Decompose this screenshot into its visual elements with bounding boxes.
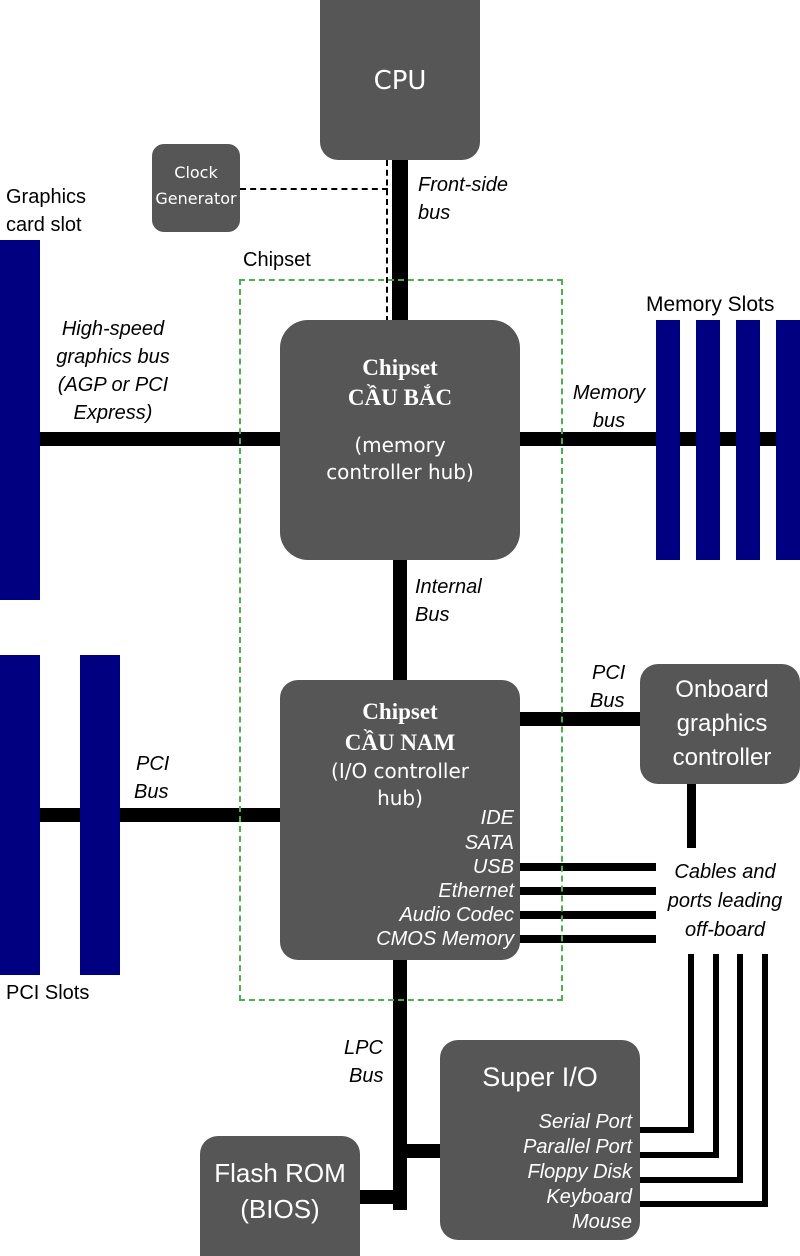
memory-slot-1	[656, 320, 680, 560]
cables-label-3: off-board	[684, 919, 766, 941]
pci-bus-right-label-2: Bus	[590, 690, 625, 712]
southbridge-title: Chipset	[362, 699, 438, 724]
cable-floppy-horizontal	[636, 1177, 742, 1183]
cable-serial-horizontal	[636, 1127, 692, 1133]
port-line-usb	[518, 863, 656, 871]
cables-label-2: ports leading	[667, 890, 783, 912]
onboard-graphics-label-1: Onboard	[675, 676, 769, 703]
internal-bus-line	[393, 556, 407, 682]
super-io-box	[440, 1040, 640, 1240]
southbridge-desc-1: (I/O controller	[331, 759, 469, 783]
cable-keyboard-horizontal	[636, 1201, 766, 1207]
cable-parallel-horizontal	[636, 1152, 716, 1158]
cpu-label: CPU	[373, 66, 427, 96]
front-side-bus-line	[392, 158, 408, 323]
onboard-graphics-label-3: controller	[672, 744, 772, 771]
flash-rom-label-1: Flash ROM	[214, 1158, 346, 1188]
flash-rom-label-2: (BIOS)	[240, 1194, 320, 1224]
super-io-port-keyboard: Keyboard	[546, 1186, 632, 1208]
super-io-port-serial: Serial Port	[538, 1111, 632, 1133]
flash-rom-box	[200, 1136, 360, 1256]
front-side-bus-label-2: bus	[418, 202, 451, 224]
lpc-bus-label-1: LPC	[344, 1037, 383, 1059]
memory-slots-label: Memory Slots	[646, 293, 775, 316]
southbridge-port-sata: SATA	[464, 832, 514, 854]
cable-keyboard-vertical	[762, 954, 768, 1207]
super-io-port-mouse: Mouse	[571, 1211, 632, 1233]
port-line-ethernet	[518, 887, 656, 895]
southbridge-box	[280, 680, 520, 960]
memory-bus-label-1: Memory	[572, 382, 646, 404]
lpc-bus-label-2: Bus	[349, 1065, 384, 1087]
pci-bus-right-line	[518, 712, 642, 726]
cable-parallel-vertical	[713, 954, 719, 1158]
northbridge-box	[280, 320, 520, 560]
clock-generator-label-2: Generator	[155, 189, 237, 208]
southbridge-desc-2: hub)	[377, 786, 423, 810]
chipset-boundary	[239, 279, 563, 1001]
southbridge-port-cmos-memory: CMOS Memory	[376, 928, 514, 950]
onboard-graphics-box	[640, 664, 800, 784]
pci-bus-left-label-1: PCI	[136, 753, 170, 775]
southbridge-port-audio-codec: Audio Codec	[399, 904, 514, 926]
pci-slot-1	[0, 655, 40, 975]
cables-label-1: Cables and	[674, 861, 776, 883]
northbridge-name: CẦU BẮC	[347, 385, 453, 410]
graphics-bus-label-1: High-speed	[61, 318, 165, 340]
graphics-bus-label-2: graphics bus	[56, 346, 170, 368]
cable-floppy-vertical	[737, 954, 743, 1183]
southbridge-port-ethernet: Ethernet	[438, 880, 514, 902]
pci-slots-label: PCI Slots	[6, 982, 90, 1004]
graphics-bus-line	[38, 432, 282, 446]
northbridge-title: Chipset	[362, 355, 438, 380]
cable-serial-vertical	[688, 954, 694, 1133]
pci-slot-2	[80, 655, 120, 975]
cpu-box	[320, 0, 480, 160]
onboard-graphics-label-2: graphics	[676, 710, 768, 737]
clock-generator-label-1: Clock	[174, 163, 218, 182]
super-io-port-parallel: Parallel Port	[523, 1136, 632, 1158]
pci-bus-right-label-1: PCI	[592, 662, 626, 684]
northbridge-desc-2: controller hub)	[326, 460, 474, 484]
memory-slot-4	[776, 320, 800, 560]
clock-link-dashed-horizontal	[240, 188, 388, 190]
graphics-card-slot-label-1: Graphics	[6, 186, 87, 208]
southbridge-port-ide: IDE	[480, 807, 514, 829]
lpc-to-flash-horizontal	[358, 1190, 407, 1204]
graphics-bus-label-3: (AGP or PCI	[57, 374, 169, 396]
graphics-bus-label-4: Express)	[73, 402, 153, 424]
clock-generator-box	[152, 144, 240, 232]
memory-slot-3	[736, 320, 760, 560]
chipset-label: Chipset	[243, 249, 311, 271]
southbridge-port-usb: USB	[472, 856, 514, 878]
onboard-to-cables-line	[687, 782, 696, 848]
southbridge-name: CẦU NAM	[344, 730, 456, 755]
graphics-card-slot-label-2: card slot	[6, 214, 82, 236]
super-io-title: Super I/O	[482, 1062, 598, 1092]
internal-bus-label-1: Internal	[415, 576, 482, 598]
front-side-bus-label-1: Front-side	[418, 174, 509, 196]
northbridge-desc-1: (memory	[354, 433, 446, 457]
pci-bus-left-label-2: Bus	[134, 781, 169, 803]
lpc-bus-line	[393, 958, 407, 1158]
clock-link-dashed-vertical	[386, 160, 388, 322]
port-line-cmos	[518, 935, 656, 943]
graphics-card-slot	[0, 240, 40, 600]
memory-bus-label-2: bus	[592, 410, 626, 432]
internal-bus-label-2: Bus	[415, 604, 450, 626]
super-io-port-floppy: Floppy Disk	[527, 1161, 632, 1183]
port-line-audio	[518, 911, 656, 919]
memory-slot-2	[696, 320, 720, 560]
